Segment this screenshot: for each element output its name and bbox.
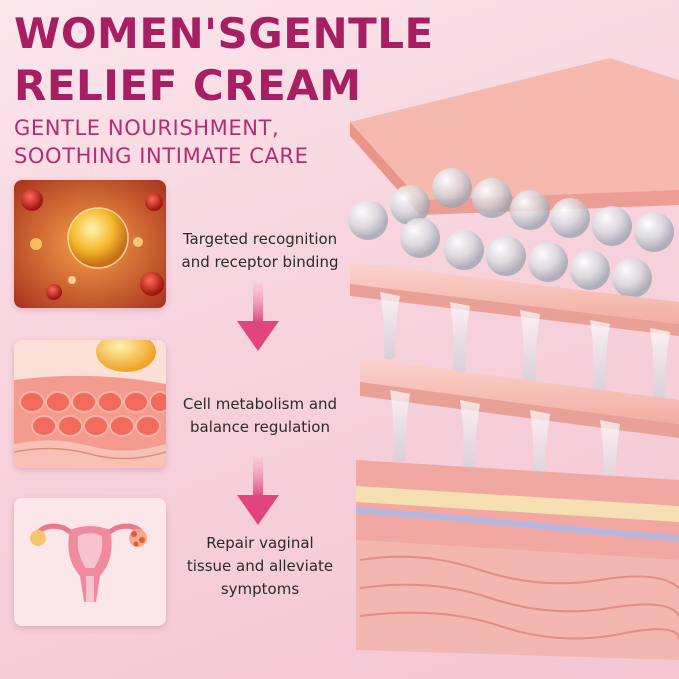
step-2-description: Cell metabolism and balance regulation	[160, 393, 360, 439]
step-2-line-2: balance regulation	[189, 418, 330, 436]
step-3-image	[14, 498, 166, 626]
step-2-image	[14, 340, 166, 468]
step-2-line-1: Cell metabolism and	[182, 395, 338, 413]
title-line-2: RELIEF CREAM	[14, 61, 362, 110]
subtitle: GENTLE NOURISHMENT, SOOTHING INTIMATE CA…	[14, 114, 309, 170]
skin-layers-illustration	[348, 58, 679, 660]
down-arrow-icon	[237, 283, 279, 351]
step-1-line-2: and receptor binding	[181, 253, 339, 271]
step-3-line-3: symptoms	[220, 580, 300, 598]
step-1-line-1: Targeted recognition	[182, 230, 338, 248]
subtitle-line-1: GENTLE NOURISHMENT,	[14, 116, 280, 140]
step-3-description: Repair vaginal tissue and alleviate symp…	[160, 532, 360, 601]
title-line-1: WOMEN'SGENTLE	[14, 9, 434, 58]
step-1-image	[14, 180, 166, 308]
page-title: WOMEN'SGENTLE RELIEF CREAM	[14, 8, 434, 112]
step-1-description: Targeted recognition and receptor bindin…	[160, 228, 360, 274]
uterus-icon	[30, 523, 147, 602]
down-arrow-icon	[237, 457, 279, 525]
step-3-line-2: tissue and alleviate	[186, 557, 334, 575]
step-3-line-1: Repair vaginal	[206, 534, 314, 552]
subtitle-line-2: SOOTHING INTIMATE CARE	[14, 144, 309, 168]
